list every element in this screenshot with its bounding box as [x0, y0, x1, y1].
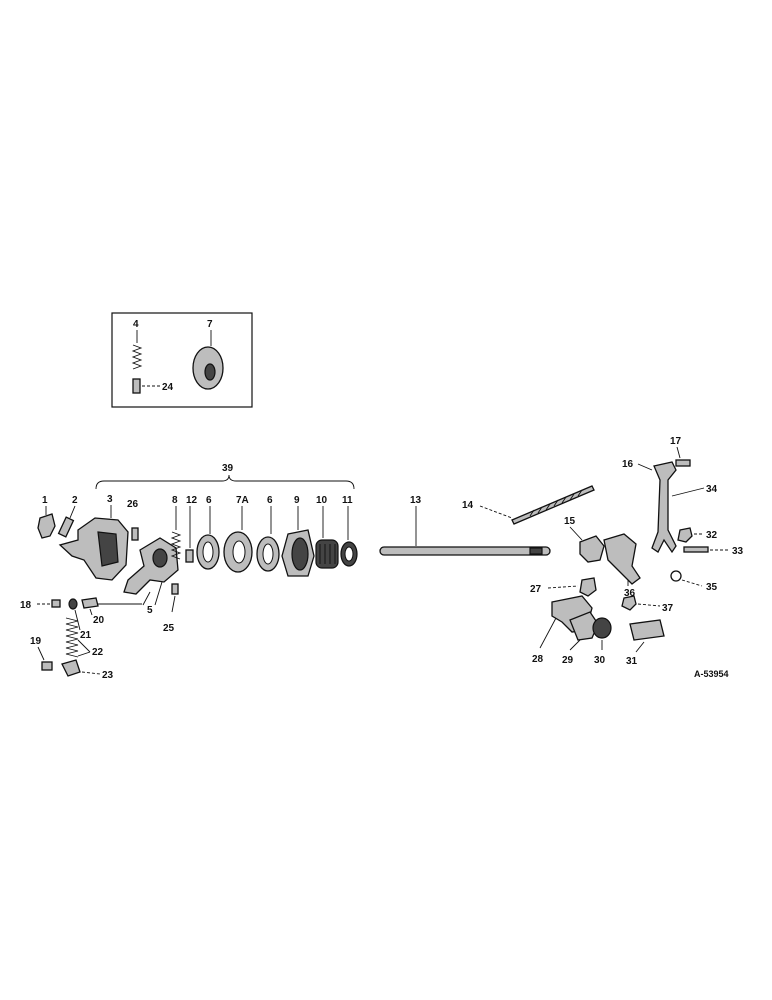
nut-part-21	[68, 598, 78, 610]
callout-25: 25	[163, 623, 175, 634]
pin-part-33	[683, 546, 709, 553]
reference-number: A-53954	[694, 669, 729, 679]
screw-part-18	[51, 599, 61, 608]
inset-box	[111, 312, 253, 408]
callout-9: 9	[294, 495, 300, 506]
callout-21: 21	[80, 630, 92, 641]
callout-27: 27	[530, 584, 542, 595]
callout-23: 23	[102, 670, 114, 681]
callout-31: 31	[626, 656, 638, 667]
pin-part-25	[171, 583, 179, 595]
callout-34: 34	[706, 484, 718, 495]
shaft-part-13	[379, 546, 551, 556]
lever-part-23	[61, 659, 81, 677]
callout-20: 20	[93, 615, 105, 626]
callout-37: 37	[662, 603, 674, 614]
callout-12: 12	[186, 495, 198, 506]
arm-part-15	[579, 535, 605, 563]
callout-11: 11	[342, 495, 353, 506]
callout-19: 19	[30, 636, 42, 647]
ring-part-35	[670, 570, 682, 582]
clip-part-37	[621, 595, 637, 611]
spring-part-8	[170, 531, 182, 560]
callout-3: 3	[107, 494, 113, 505]
callout-6a: 6	[206, 495, 212, 506]
spring-part-22	[65, 617, 79, 658]
callout-28: 28	[532, 654, 544, 665]
callout-35: 35	[706, 582, 718, 593]
bolt-part-31	[629, 619, 665, 641]
callout-2: 2	[72, 495, 78, 506]
callout-6b: 6	[267, 495, 273, 506]
callout-14: 14	[462, 500, 474, 511]
key-part-26	[131, 527, 139, 541]
callout-26: 26	[127, 499, 139, 510]
pin-part-20	[81, 597, 99, 609]
bolt-part-2	[57, 516, 75, 538]
nut-part-30	[592, 617, 612, 639]
spring-part-4	[131, 344, 143, 370]
callout-10: 10	[316, 495, 328, 506]
callout-17: 17	[670, 436, 682, 447]
callout-32: 32	[706, 530, 718, 541]
callout-7a: 7A	[236, 495, 249, 506]
callout-24: 24	[162, 382, 174, 393]
clip-part-32	[677, 527, 693, 543]
bracket-39	[95, 474, 355, 490]
callout-15: 15	[564, 516, 576, 527]
pin-part-24	[132, 378, 141, 394]
callout-36: 36	[624, 588, 636, 599]
callout-5: 5	[147, 605, 153, 616]
callout-7: 7	[207, 319, 213, 330]
callout-29: 29	[562, 655, 574, 666]
callout-4: 4	[133, 319, 139, 330]
callout-22: 22	[92, 647, 104, 658]
pin-part-17	[675, 459, 691, 467]
cam-part-5	[123, 537, 179, 595]
callout-8: 8	[172, 495, 178, 506]
lever-part-36	[603, 533, 641, 585]
callout-39: 39	[222, 463, 234, 474]
callout-13: 13	[410, 495, 422, 506]
spring-part-10	[315, 539, 339, 569]
pin-part-27	[579, 577, 597, 597]
bolt-part-19	[41, 661, 53, 671]
callout-1: 1	[42, 495, 48, 506]
callout-33: 33	[732, 546, 744, 557]
callout-16: 16	[622, 459, 634, 470]
callout-18: 18	[20, 600, 32, 611]
link-part-34	[651, 461, 677, 554]
callout-30: 30	[594, 655, 606, 666]
plunger-part-12	[185, 549, 194, 563]
lever-part-1	[37, 513, 56, 539]
rod-part-14	[511, 485, 595, 525]
